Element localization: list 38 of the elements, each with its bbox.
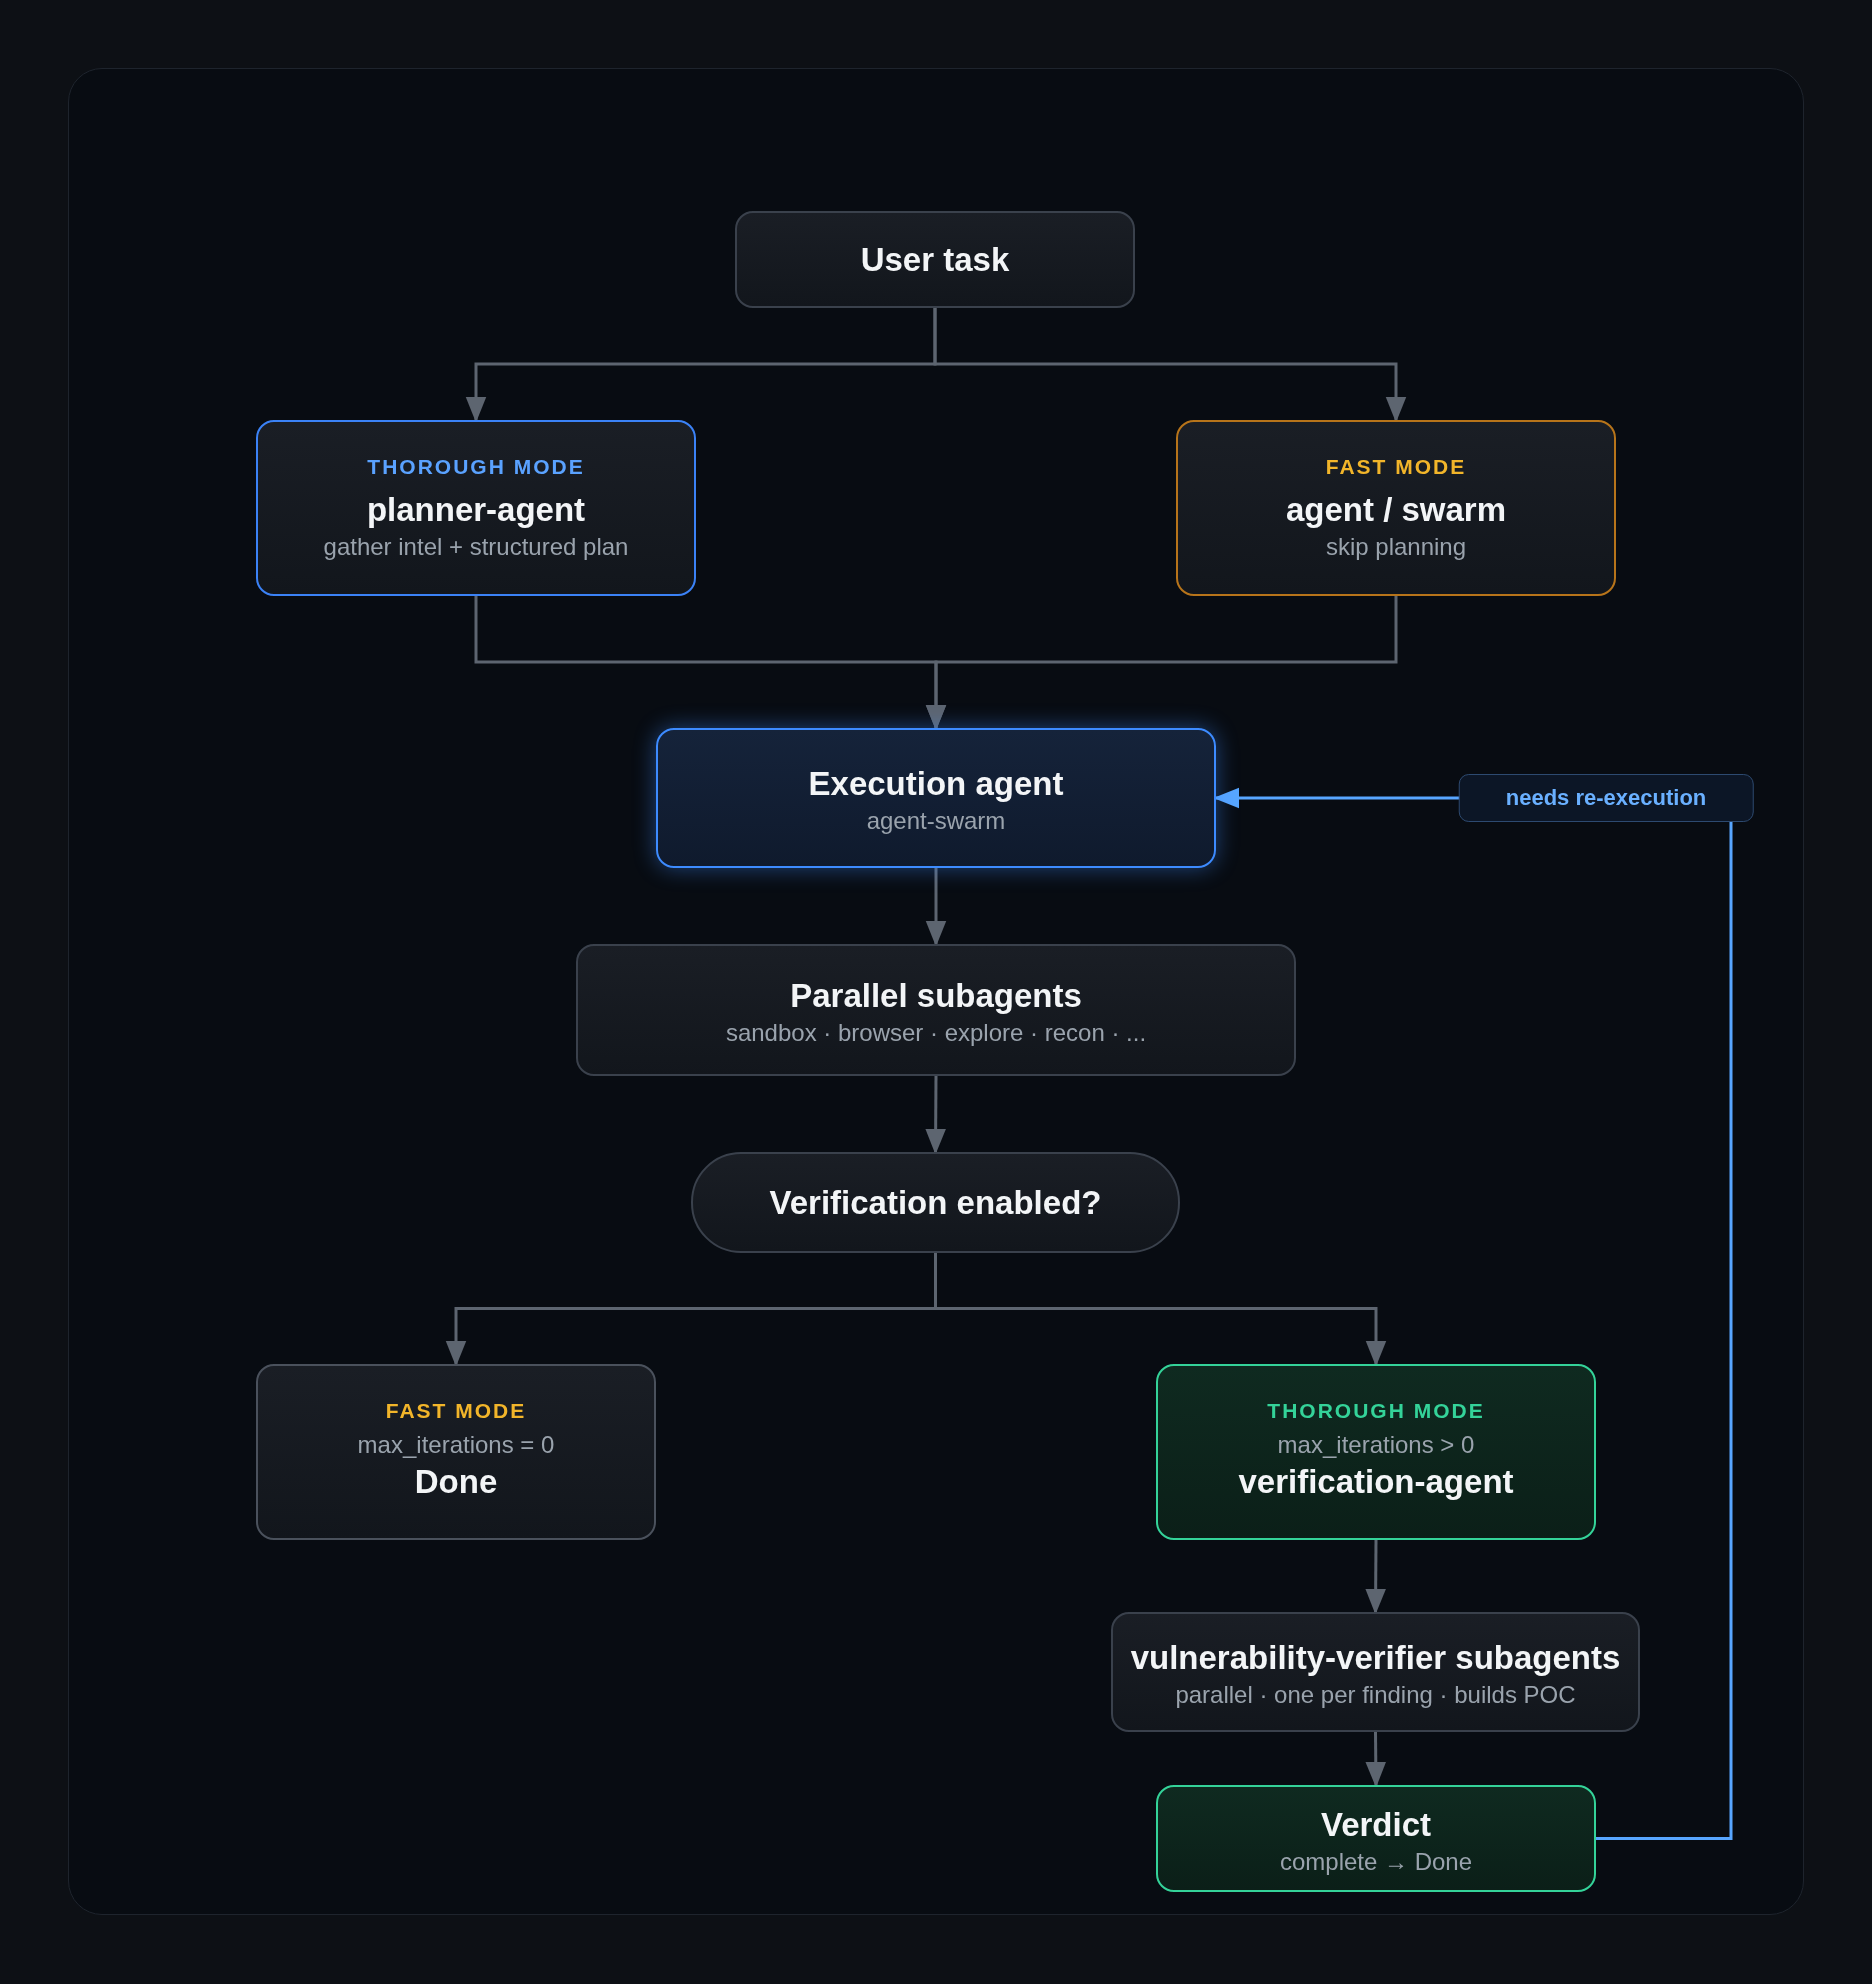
node-subtitle: gather intel + structured plan (323, 533, 629, 561)
process-box (735, 211, 1135, 308)
mode-tag: FAST MODE (385, 1399, 527, 1423)
process-box (1176, 420, 1616, 596)
process-box (656, 728, 1216, 868)
mode-tag: FAST MODE (1325, 455, 1467, 479)
node-subtitle: sandbox · browser · explore · recon · ... (725, 1019, 1147, 1047)
mode-tag: THOROUGH MODE (367, 455, 585, 479)
arrow (925, 868, 947, 947)
node-title: agent / swarm (1285, 491, 1507, 529)
edge-label: needs re-execution (1458, 774, 1754, 822)
process-box (1156, 1785, 1596, 1892)
process-box (1156, 1364, 1596, 1540)
node-title: vulnerability-verifier subagents (1130, 1639, 1621, 1677)
node-title: Parallel subagents (790, 977, 1082, 1015)
process-box (256, 1364, 656, 1540)
process-box (576, 944, 1296, 1076)
node-subtitle: agent-swarm (866, 807, 1006, 835)
node-subtitle: parallel · one per finding · builds POC (1175, 1681, 1576, 1709)
process-box (256, 420, 696, 596)
node-subtitle: complete → Done (1279, 1847, 1473, 1876)
arrow (933, 308, 1407, 423)
node-title: Done (414, 1463, 498, 1501)
arrow (1365, 1732, 1387, 1788)
process-box (1111, 1612, 1640, 1732)
node-title: Verdict (1320, 1805, 1432, 1844)
node-subtitle: skip planning (1325, 533, 1467, 561)
node-title: planner-agent (366, 491, 586, 529)
node-subtitle: max_iterations > 0 (1277, 1431, 1475, 1459)
node-title: Verification enabled? (769, 1183, 1102, 1222)
arrow (925, 596, 1398, 731)
mode-tag: THOROUGH MODE (1267, 1399, 1485, 1423)
node-title: verification-agent (1238, 1463, 1514, 1501)
arrow (925, 1076, 947, 1155)
arrow (1365, 1540, 1387, 1615)
node-title: User task (860, 240, 1010, 279)
node-title: Execution agent (808, 765, 1064, 803)
node-subtitle: max_iterations = 0 (357, 1431, 555, 1459)
